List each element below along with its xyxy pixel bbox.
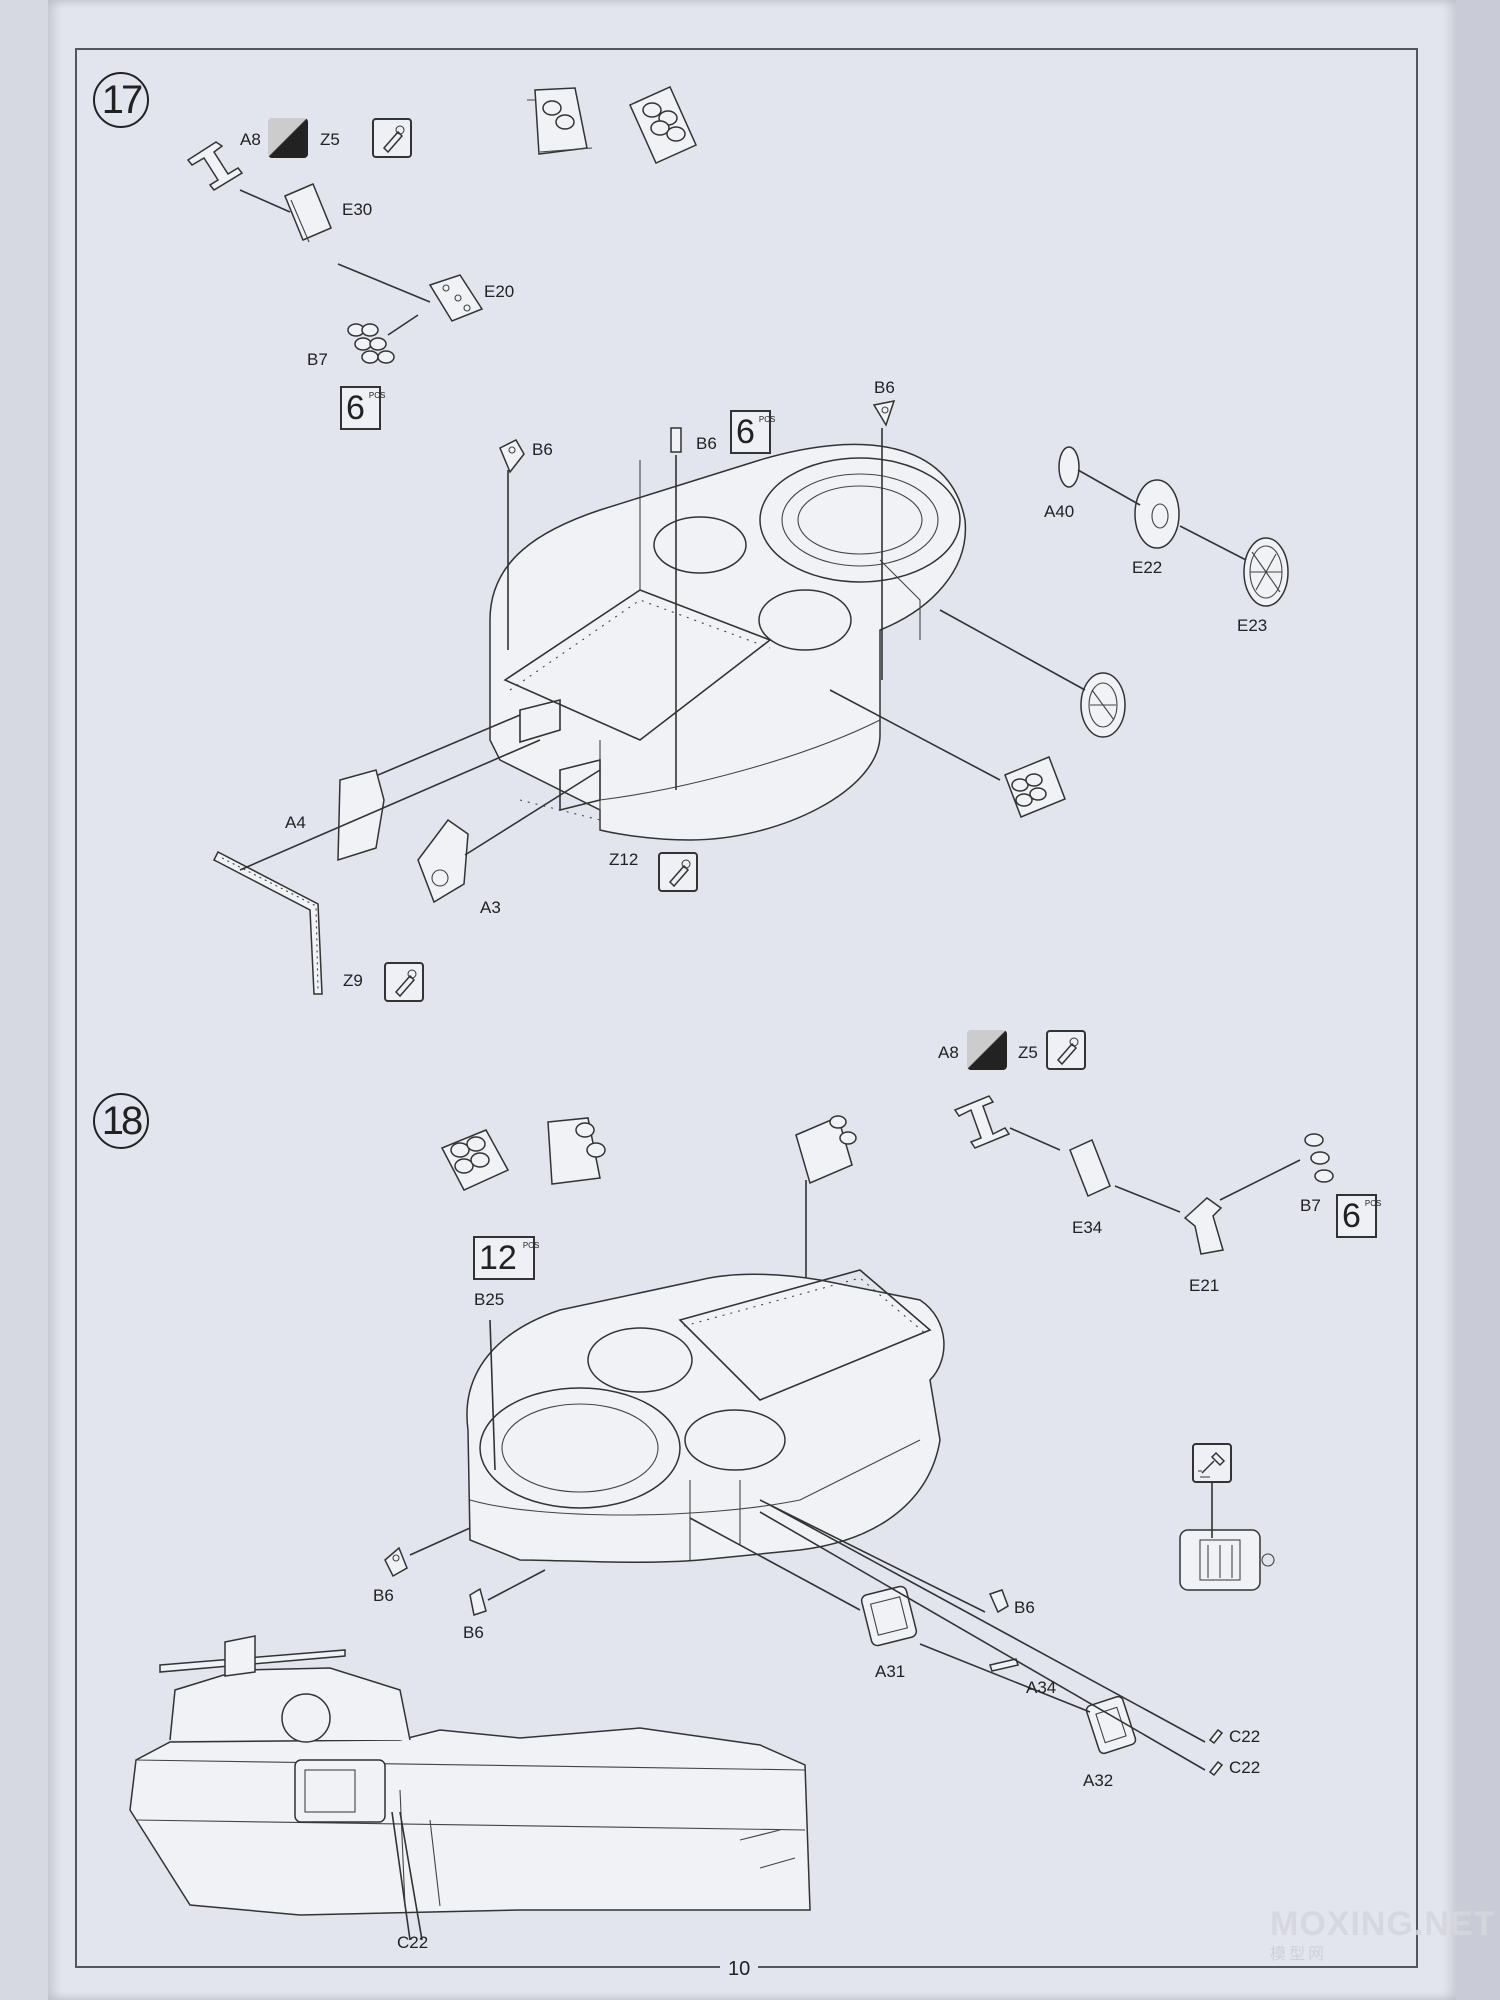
part-b6-step18-c bbox=[988, 1589, 1009, 1614]
label-a4: A4 bbox=[285, 813, 306, 832]
completed-turret-side-view bbox=[129, 1635, 811, 1941]
label-a31: A31 bbox=[875, 1662, 906, 1681]
part-e30 bbox=[284, 183, 332, 243]
part-e20 bbox=[428, 274, 484, 322]
arrow-b25 bbox=[489, 1319, 496, 1471]
part-a32 bbox=[1085, 1695, 1137, 1755]
black-white-paint-swatch-icon-step18 bbox=[967, 1030, 1007, 1070]
watermark-sub: 模型网 bbox=[1270, 1946, 1328, 1963]
part-b6-right bbox=[872, 400, 896, 427]
part-b6-mid bbox=[670, 427, 682, 453]
part-b7-step18 bbox=[1304, 1133, 1334, 1183]
part-a8-bracket bbox=[186, 141, 244, 191]
part-e34 bbox=[1069, 1138, 1111, 1198]
part-e22 bbox=[1134, 479, 1180, 549]
step17-turret bbox=[489, 443, 967, 841]
step18-reference-views bbox=[440, 1115, 857, 1191]
arrow-z9 bbox=[239, 739, 541, 871]
part-b7-set bbox=[347, 323, 395, 364]
step-17-number: 17 bbox=[93, 72, 149, 128]
part-c22-pair bbox=[1208, 1728, 1224, 1777]
label-z5-step18: Z5 bbox=[1018, 1043, 1038, 1062]
part-a8-step18 bbox=[953, 1095, 1011, 1149]
label-b6-step18-a: B6 bbox=[373, 1586, 394, 1605]
step18-detail-inset bbox=[1179, 1480, 1275, 1591]
pcs-box-b25: 12 PCS bbox=[473, 1236, 540, 1280]
label-e22: E22 bbox=[1132, 558, 1163, 577]
photo-etch-part-icon-step18 bbox=[1046, 1030, 1086, 1070]
pcs-count: 6 bbox=[736, 413, 755, 451]
part-a3 bbox=[417, 818, 469, 904]
pcs-count: 6 bbox=[346, 389, 365, 427]
reference-view-left bbox=[527, 87, 593, 155]
pcs-unit: PCS bbox=[1364, 1199, 1382, 1208]
label-b6-left: B6 bbox=[532, 440, 553, 459]
part-e21 bbox=[1183, 1197, 1224, 1255]
label-c22-a: C22 bbox=[1229, 1727, 1261, 1746]
part-z9-photoetch bbox=[212, 850, 323, 995]
pcs-unit: PCS bbox=[368, 391, 386, 400]
page-number: 10 bbox=[720, 1958, 759, 1981]
step17-periscope-block bbox=[1004, 756, 1066, 818]
label-a8: A8 bbox=[240, 130, 261, 149]
label-a3: A3 bbox=[480, 898, 501, 917]
label-b6-mid: B6 bbox=[696, 434, 717, 453]
label-b6-step18-c: B6 bbox=[1014, 1598, 1035, 1617]
label-e23: E23 bbox=[1237, 616, 1268, 635]
pcs-unit: PCS bbox=[522, 1241, 540, 1250]
label-b7: B7 bbox=[307, 350, 328, 369]
glue-brush-icon bbox=[1192, 1443, 1232, 1483]
step17-wheel-assembly bbox=[1080, 672, 1126, 738]
part-a4 bbox=[337, 769, 385, 862]
photo-etch-part-icon-z12 bbox=[658, 852, 698, 892]
part-a34 bbox=[989, 1658, 1019, 1672]
label-b7-step18: B7 bbox=[1300, 1196, 1321, 1215]
pcs-unit: PCS bbox=[758, 415, 776, 424]
watermark: MOXING.NET bbox=[1270, 1905, 1496, 1943]
label-c22-b: C22 bbox=[1229, 1758, 1261, 1777]
photo-etch-part-icon-z9 bbox=[384, 962, 424, 1002]
label-a8-step18: A8 bbox=[938, 1043, 959, 1062]
pcs-count: 6 bbox=[1342, 1197, 1361, 1235]
part-b6-left bbox=[499, 439, 525, 474]
part-a40 bbox=[1058, 446, 1080, 488]
label-e30: E30 bbox=[342, 200, 373, 219]
photo-etch-part-icon bbox=[372, 118, 412, 158]
label-c22-c: C22 bbox=[397, 1933, 429, 1952]
label-b25: B25 bbox=[474, 1290, 505, 1309]
label-e34: E34 bbox=[1072, 1218, 1103, 1237]
label-b6-right: B6 bbox=[874, 378, 895, 397]
label-a32: A32 bbox=[1083, 1771, 1114, 1790]
label-a40: A40 bbox=[1044, 502, 1075, 521]
black-white-paint-swatch-icon bbox=[268, 118, 308, 158]
part-b6-step18-a bbox=[384, 1546, 408, 1578]
label-e21: E21 bbox=[1189, 1276, 1220, 1295]
label-a34: A34 bbox=[1026, 1678, 1057, 1697]
step-18-number: 18 bbox=[93, 1093, 149, 1149]
step17-subassembly-top bbox=[186, 86, 697, 364]
label-b6-step18-b: B6 bbox=[463, 1623, 484, 1642]
part-b6-step18-b bbox=[469, 1587, 487, 1616]
step18-turret bbox=[466, 1269, 945, 1563]
label-z9: Z9 bbox=[343, 971, 363, 990]
label-z12: Z12 bbox=[609, 850, 639, 869]
instruction-page bbox=[48, 0, 1456, 2000]
part-e23 bbox=[1243, 537, 1289, 607]
reference-view-right bbox=[629, 86, 697, 164]
label-z5: Z5 bbox=[320, 130, 340, 149]
pcs-count: 12 bbox=[479, 1239, 517, 1277]
part-a31 bbox=[860, 1585, 918, 1647]
label-e20: E20 bbox=[484, 282, 515, 301]
